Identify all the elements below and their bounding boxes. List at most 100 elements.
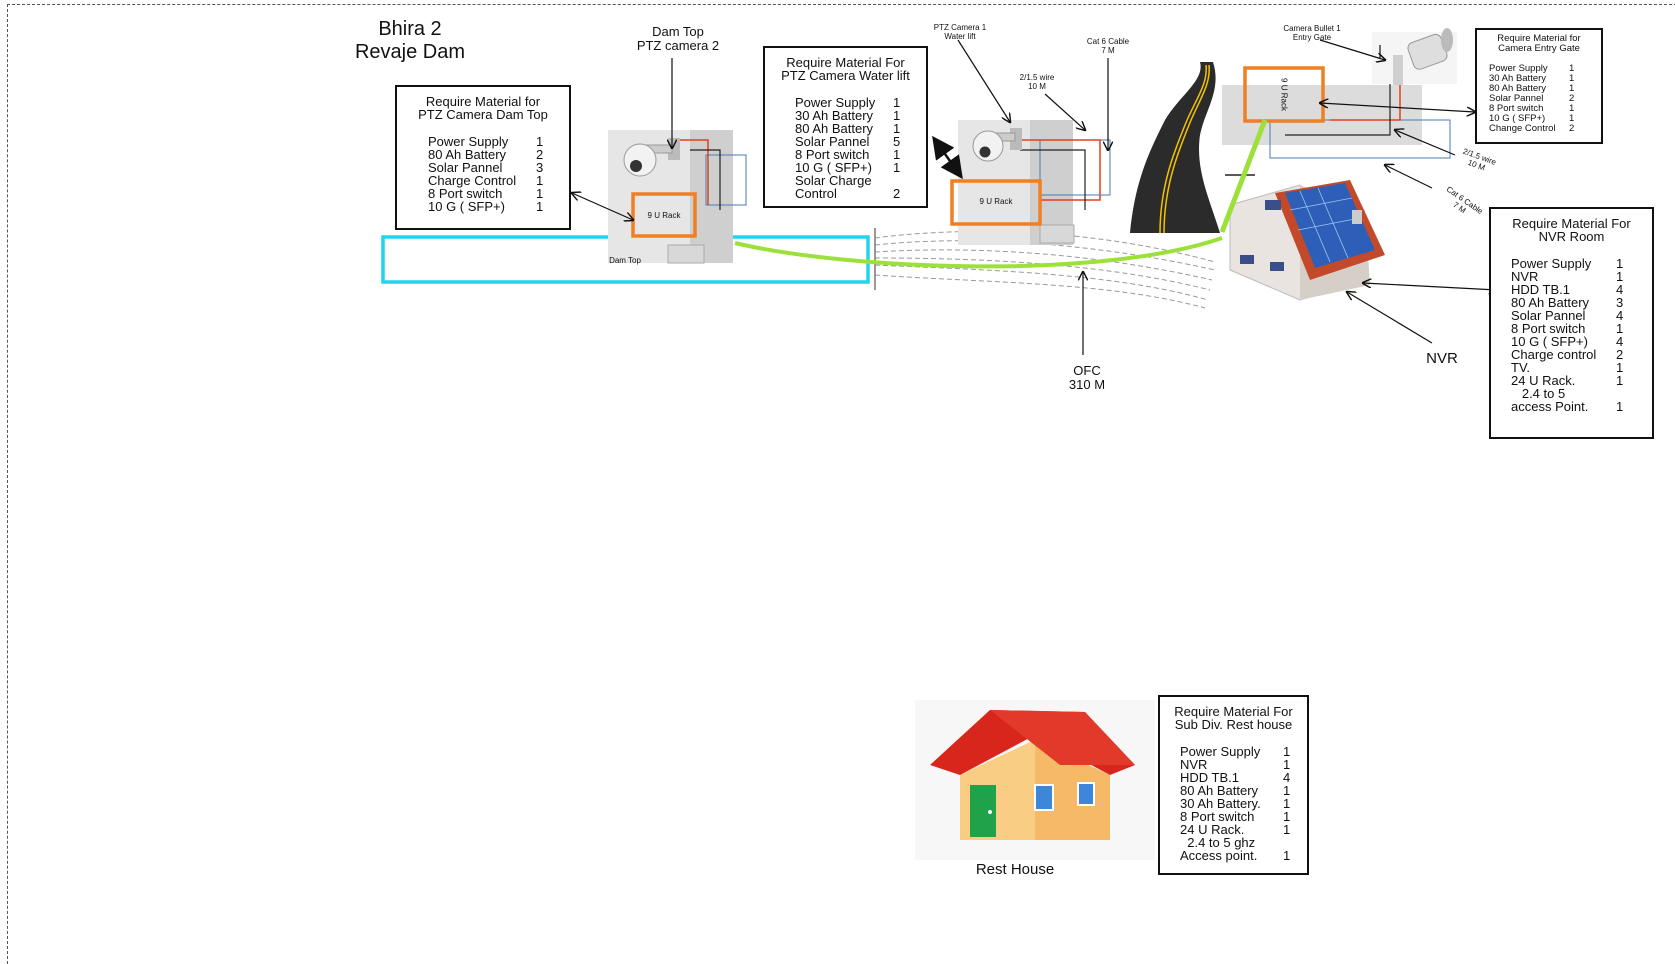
material-item-name: 80 Ah Battery	[1180, 783, 1259, 798]
material-item: Control 2	[795, 187, 926, 200]
site-name: Bhira 2 Revaje Dam	[330, 18, 490, 64]
material-item-name: Charge Control	[428, 173, 517, 188]
material-item-qty: 1	[1616, 256, 1624, 271]
material-item: 10 G ( SFP+)1	[795, 161, 926, 174]
label-cat6-top: Cat 6 Cable 7 M	[1086, 37, 1130, 55]
material-item-qty: 1	[893, 108, 901, 123]
box-title: Require Material for Camera Entry Gate	[1497, 33, 1581, 54]
material-item-qty: 1	[893, 147, 901, 162]
material-item-name: 8 Port switch	[795, 147, 870, 162]
material-item: 30 Ah Battery.1	[1180, 797, 1307, 810]
material-item: Solar Pannel 2	[1489, 94, 1601, 104]
label-rack-dam: 9 U Rack	[647, 211, 681, 220]
material-item-name: Power Supply	[1489, 63, 1548, 74]
box-title: Require Material for PTZ Camera Dam Top	[418, 94, 548, 122]
label-rack-water: 9 U Rack	[979, 197, 1013, 206]
material-box-water-lift: Require Material For PTZ Camera Water li…	[763, 46, 928, 208]
material-item-name: Control	[795, 186, 837, 201]
material-item-name: 24 U Rack.	[1511, 373, 1576, 388]
material-item: TV.1	[1511, 361, 1652, 374]
rack-water-lift	[950, 179, 1042, 226]
material-item-name: 80 Ah Battery	[428, 147, 507, 162]
box-title: Require Material For NVR Room	[1512, 216, 1631, 244]
material-item-name: Solar Pannel	[1489, 93, 1544, 104]
material-item-qty: 1	[536, 134, 544, 149]
material-box-entry-gate: Require Material for Camera Entry Gate P…	[1475, 28, 1603, 144]
material-item-qty: 1	[1283, 809, 1291, 824]
material-item-qty: 1	[893, 95, 901, 110]
material-item-name: HDD TB.1	[1511, 282, 1570, 297]
material-item-name: 80 Ah Battery	[1489, 83, 1547, 94]
material-item: access Point.1	[1511, 400, 1652, 413]
material-item-qty: 1	[1283, 757, 1291, 772]
material-item-name: Solar Pannel	[1511, 308, 1586, 323]
material-item-name: 10 G ( SFP+)	[1511, 334, 1588, 349]
rack-entry-gate	[1243, 66, 1325, 123]
bullet-camera-icon	[1372, 28, 1457, 85]
material-item-qty: 1	[1569, 73, 1575, 84]
material-item: Power Supply 1	[1511, 257, 1652, 270]
site-line-1: Bhira 2	[378, 18, 442, 40]
material-item-name: 8 Port switch	[1180, 809, 1255, 824]
rest-house-icon	[915, 700, 1155, 860]
material-item-qty: 3	[536, 160, 544, 175]
material-item-qty: 1	[893, 160, 901, 175]
material-item-qty: 1	[1283, 848, 1291, 863]
material-item: Power Supply 1	[428, 135, 569, 148]
page-frame	[7, 4, 1675, 964]
material-item-name: Change Control	[1489, 123, 1556, 134]
material-item-qty: 2	[893, 186, 901, 201]
material-item: 10 G ( SFP+)1	[428, 200, 569, 213]
material-item-qty: 1	[1569, 113, 1575, 124]
material-item-name: Power Supply	[1511, 256, 1592, 271]
material-item-name: 24 U Rack.	[1180, 822, 1245, 837]
material-item: 8 Port switch 1	[795, 148, 926, 161]
box-title: Require Material For Sub Div. Rest house	[1174, 704, 1293, 732]
road-icon	[1125, 50, 1220, 235]
material-box-nvr-room: Require Material For NVR Room Power Supp…	[1489, 207, 1654, 439]
material-item-name: 2.4 to 5 ghz	[1180, 835, 1256, 850]
material-item-qty: 1	[1569, 63, 1575, 74]
material-item: 8 Port switch 1	[1180, 810, 1307, 823]
material-item-qty: 4	[1616, 282, 1624, 297]
material-item-name: Power Supply	[428, 134, 509, 149]
material-item-qty: 1	[1616, 360, 1624, 375]
material-item-name: HDD TB.1	[1180, 770, 1239, 785]
material-item: Power Supply 1	[1489, 64, 1601, 74]
material-item-name: 2.4 to 5	[1511, 386, 1566, 401]
dam-top-mount	[608, 130, 747, 264]
material-item: 10 G ( SFP+)1	[1489, 114, 1601, 124]
ofc-link-dam-to-nvr	[734, 236, 1223, 269]
material-item-name: 80 Ah Battery	[795, 121, 874, 136]
material-item-name: NVR	[1511, 269, 1539, 284]
material-item-qty: 2	[1569, 93, 1575, 104]
material-item: 2.4 to 5 ghz	[1180, 836, 1307, 849]
material-item-name: Access point.	[1180, 848, 1258, 863]
material-item: Access point. 1	[1180, 849, 1307, 862]
material-item-name: 30 Ah Battery	[1489, 73, 1547, 84]
material-item-name: 8 Port switch	[428, 186, 503, 201]
material-item: 24 U Rack.1	[1511, 374, 1652, 387]
entry-gate-mount	[1222, 82, 1451, 176]
material-box-rest-house: Require Material For Sub Div. Rest house…	[1158, 695, 1309, 875]
material-item-qty: 5	[893, 134, 901, 149]
material-item-qty: 2	[1569, 123, 1575, 134]
material-item-name: 8 Port switch	[1511, 321, 1586, 336]
